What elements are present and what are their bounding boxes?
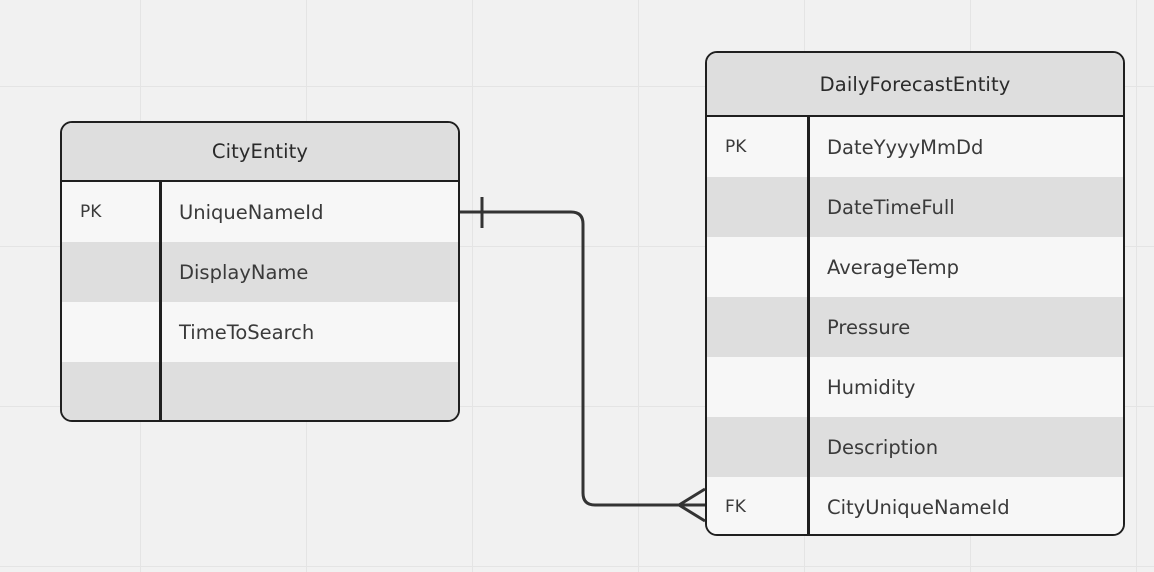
- entity-city-body: PK UniqueNameId DisplayName TimeToSearch: [62, 182, 458, 420]
- entity-city[interactable]: CityEntity PK UniqueNameId DisplayName T…: [60, 121, 460, 422]
- row-key-badge: FK: [725, 497, 746, 517]
- row-attribute-name: UniqueNameId: [179, 200, 324, 224]
- row-attribute-name: DisplayName: [179, 260, 309, 284]
- entity-city-title: CityEntity: [62, 123, 458, 182]
- table-row[interactable]: FK CityUniqueNameId: [707, 477, 1123, 534]
- table-row[interactable]: Pressure: [707, 297, 1123, 357]
- row-key-badge: PK: [725, 137, 747, 157]
- entity-daily-forecast-key-divider: [807, 117, 810, 534]
- table-row[interactable]: Description: [707, 417, 1123, 477]
- relationship-line: [460, 210, 703, 507]
- cardinality-many-crowsfoot-marker: [678, 487, 706, 523]
- entity-daily-forecast-body: PK DateYyyyMmDd DateTimeFull AverageTemp…: [707, 117, 1123, 534]
- row-attribute-name: Pressure: [827, 315, 911, 339]
- table-row[interactable]: Humidity: [707, 357, 1123, 417]
- entity-daily-forecast-title: DailyForecastEntity: [707, 53, 1123, 117]
- table-row[interactable]: DateTimeFull: [707, 177, 1123, 237]
- row-attribute-name: CityUniqueNameId: [827, 495, 1010, 519]
- table-row[interactable]: PK DateYyyyMmDd: [707, 117, 1123, 177]
- table-row[interactable]: [62, 362, 458, 420]
- table-row[interactable]: AverageTemp: [707, 237, 1123, 297]
- table-row[interactable]: PK UniqueNameId: [62, 182, 458, 242]
- table-row[interactable]: DisplayName: [62, 242, 458, 302]
- row-attribute-name: DateTimeFull: [827, 195, 955, 219]
- entity-city-key-divider: [159, 182, 162, 420]
- row-attribute-name: DateYyyyMmDd: [827, 135, 984, 159]
- row-attribute-name: TimeToSearch: [179, 320, 315, 344]
- table-row[interactable]: TimeToSearch: [62, 302, 458, 362]
- row-key-badge: PK: [80, 202, 102, 222]
- row-attribute-name: AverageTemp: [827, 255, 960, 279]
- entity-daily-forecast[interactable]: DailyForecastEntity PK DateYyyyMmDd Date…: [705, 51, 1125, 536]
- row-attribute-name: Humidity: [827, 375, 916, 399]
- row-attribute-name: Description: [827, 435, 939, 459]
